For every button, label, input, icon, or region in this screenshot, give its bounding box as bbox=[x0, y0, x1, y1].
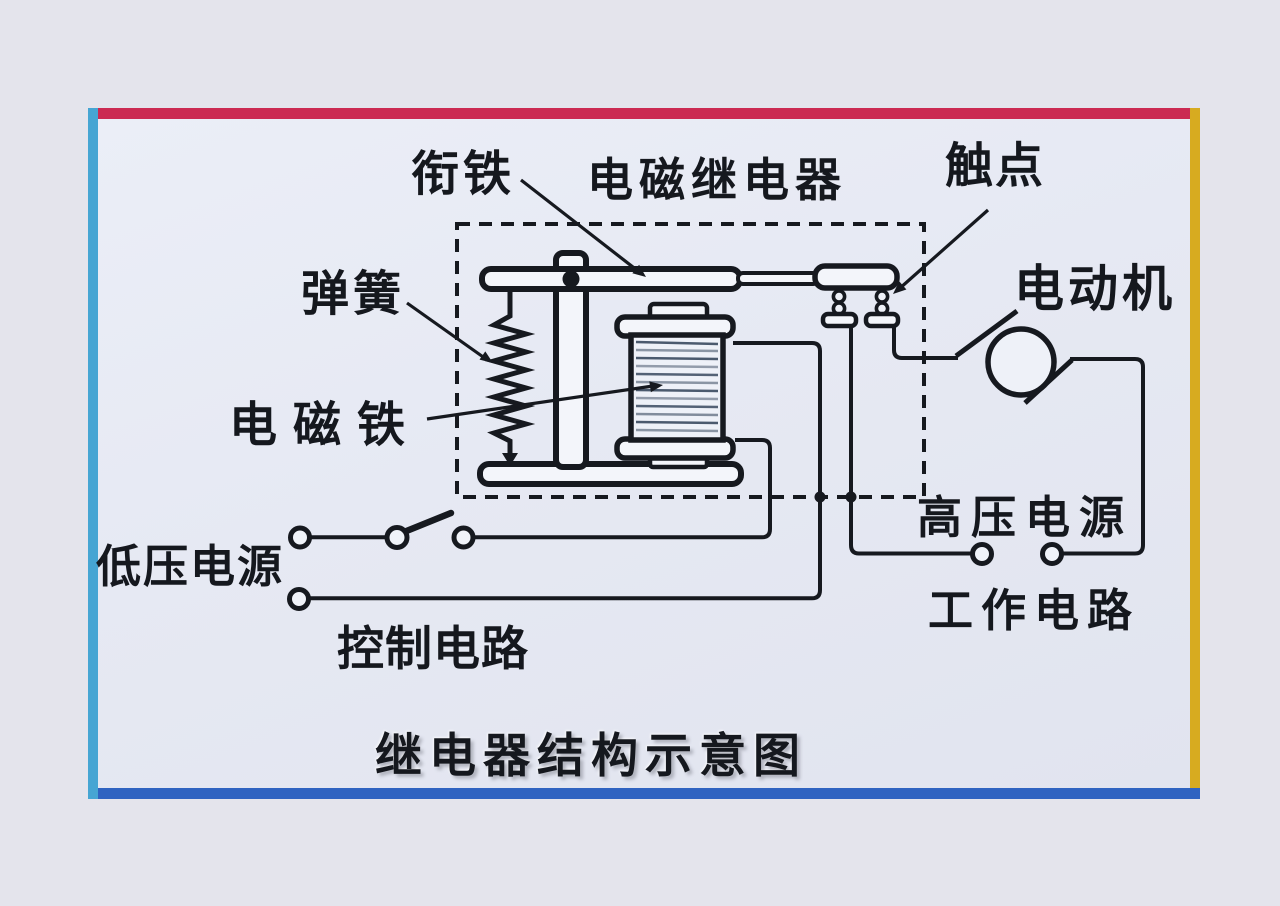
photo-inner-panel bbox=[98, 119, 1190, 788]
diagram-title: 继电器结构示意图 bbox=[375, 729, 807, 782]
working-circuit-label: 工作电路 bbox=[928, 585, 1141, 636]
motor-label: 电动机 bbox=[1014, 261, 1176, 317]
high-voltage-supply-label: 高压电源 bbox=[917, 492, 1134, 543]
armature-label: 衔铁 bbox=[411, 148, 516, 201]
frame-border-left bbox=[88, 108, 98, 799]
electromagnet-label: 电磁铁 bbox=[229, 399, 422, 452]
frame-border-right bbox=[1190, 108, 1200, 788]
control-circuit-label: 控制电路 bbox=[337, 622, 529, 675]
low-voltage-supply-label: 低压电源 bbox=[96, 541, 285, 592]
frame-border-top bbox=[88, 108, 1200, 119]
contacts-label: 触点 bbox=[945, 140, 1046, 193]
relay-enclosure-label: 电磁继电器 bbox=[587, 154, 847, 206]
frame-border-bottom bbox=[88, 788, 1200, 799]
spring-label: 弹簧 bbox=[301, 268, 406, 321]
